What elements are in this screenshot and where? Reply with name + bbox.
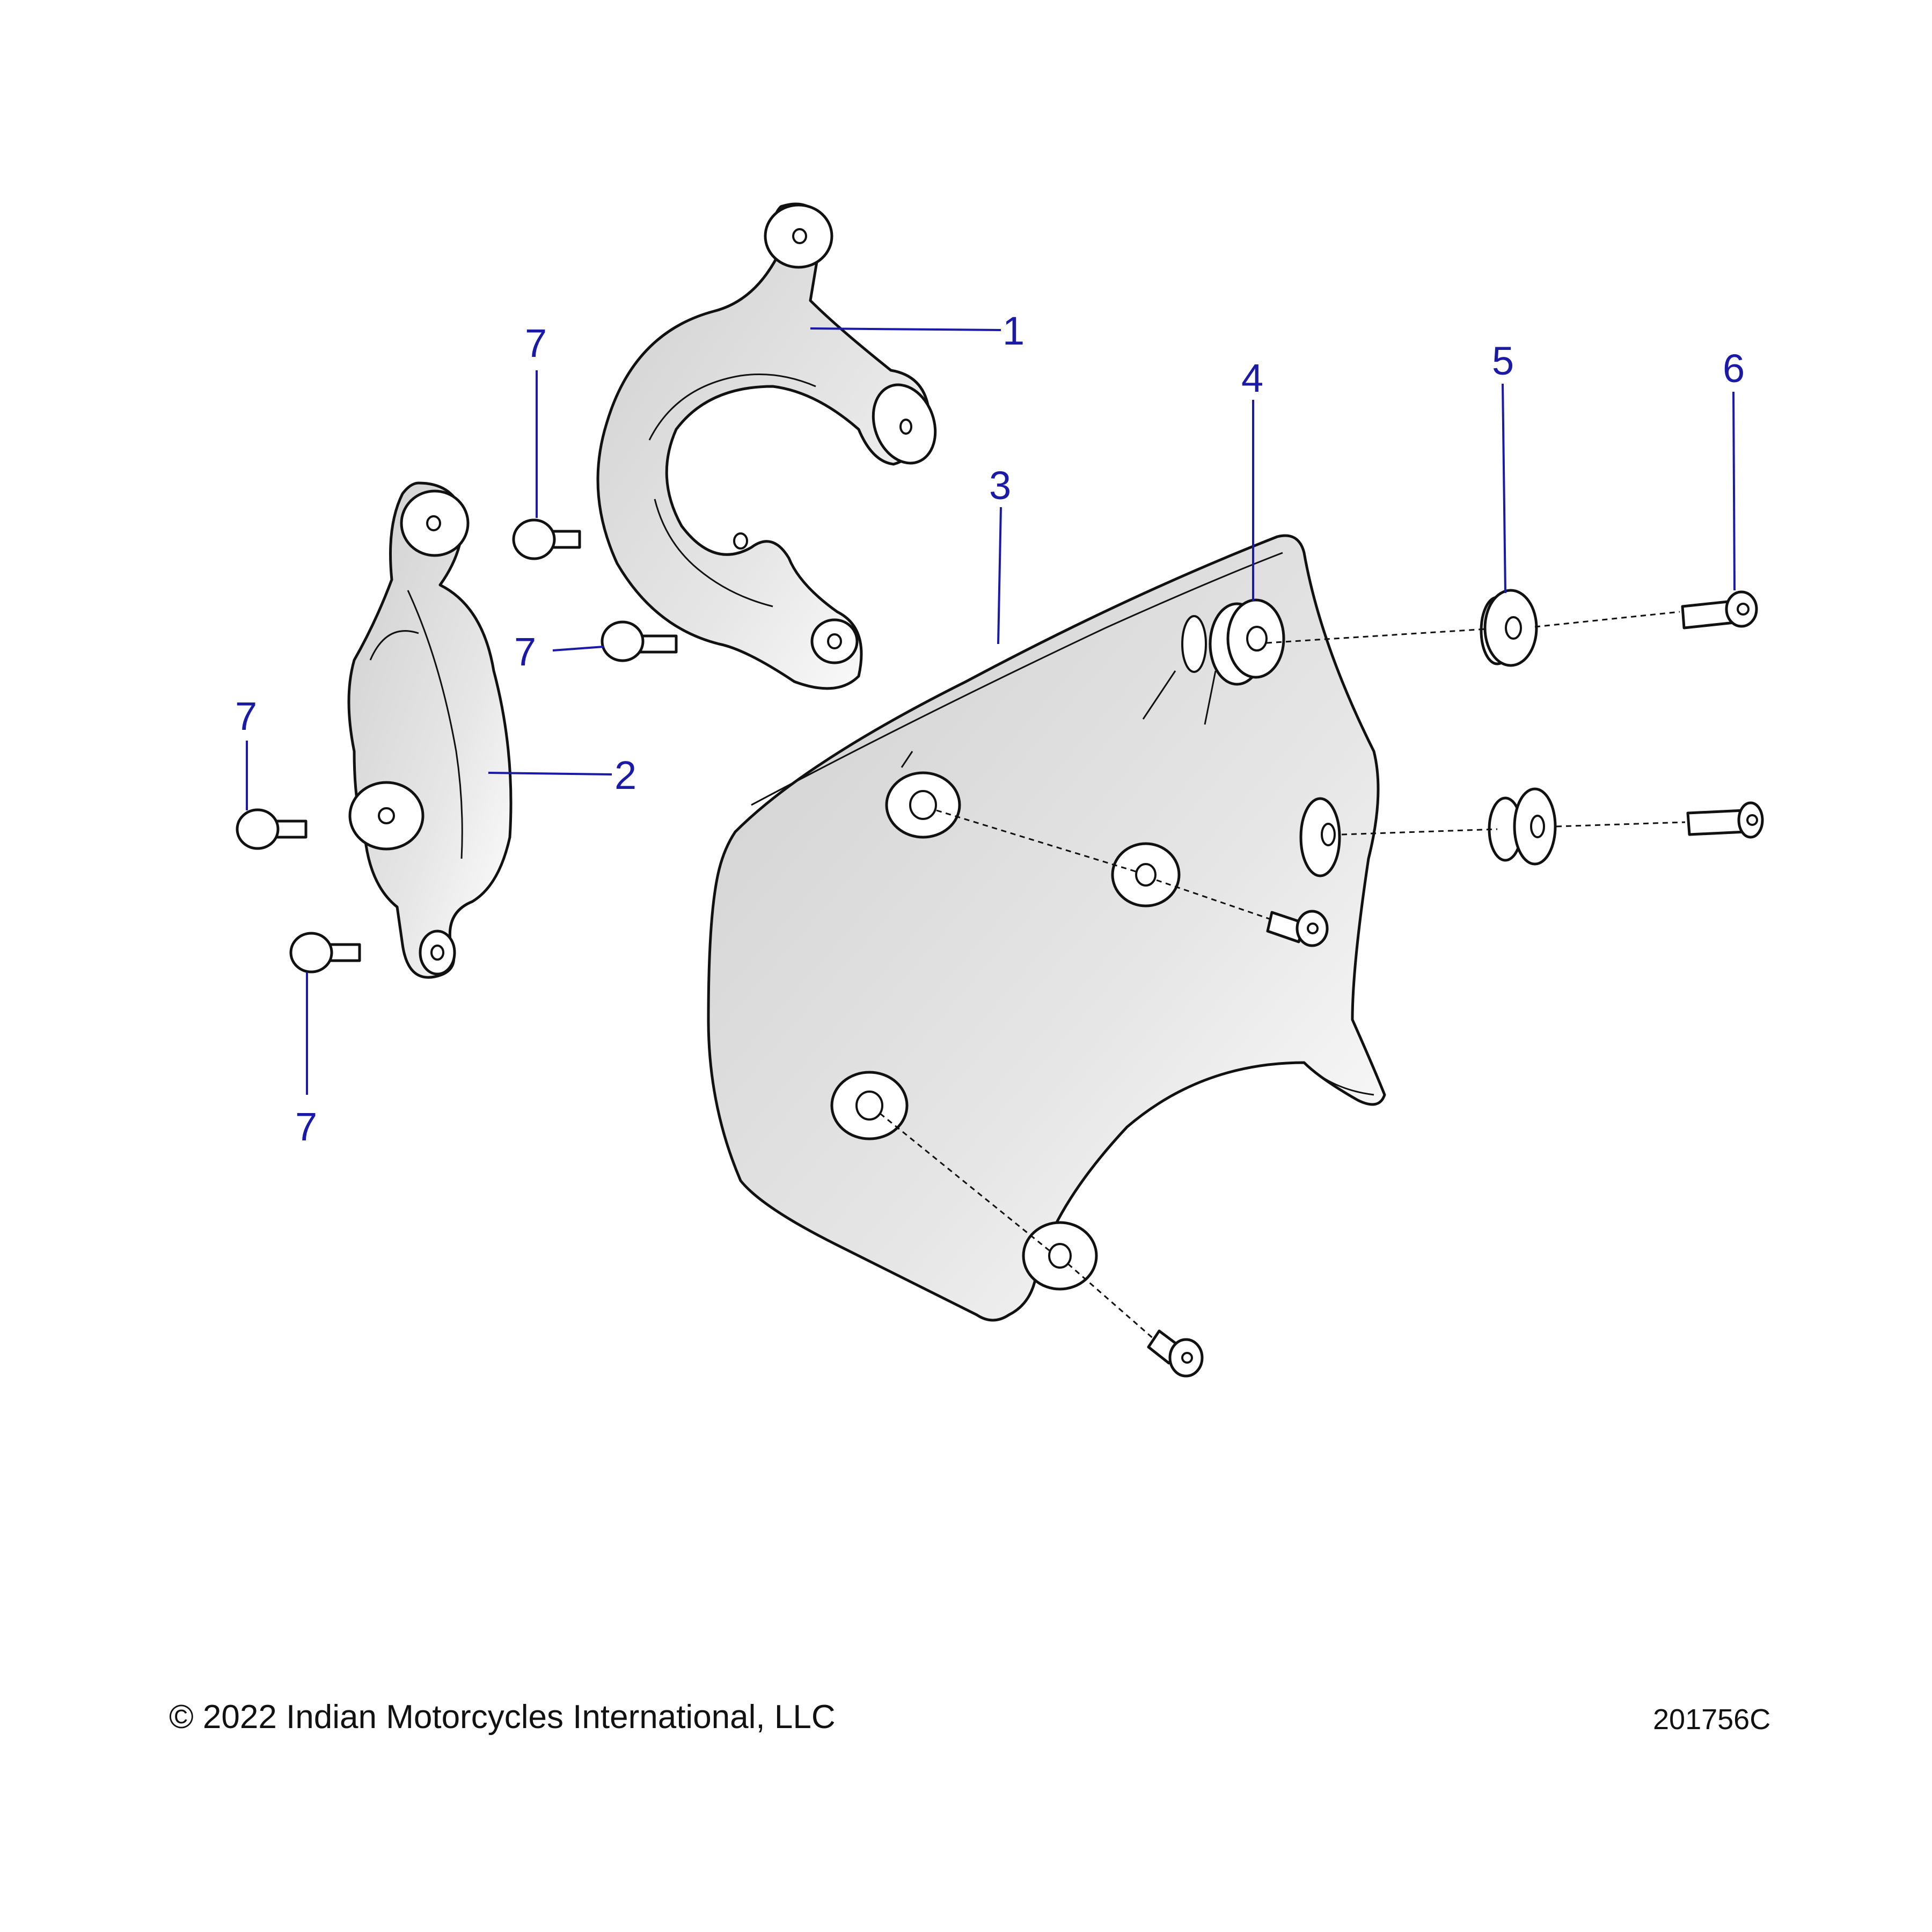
callout-4: 4	[1241, 356, 1263, 400]
bolt-part-7-b	[601, 620, 678, 662]
cover-part-3	[707, 534, 1386, 1322]
bolt-part-7-c	[236, 808, 308, 850]
callout-7-top: 7	[525, 321, 547, 365]
callout-7-left: 7	[235, 694, 257, 738]
assembly-lines	[880, 611, 1686, 1340]
callout-3: 3	[989, 463, 1011, 508]
diagram-id: 201756C	[1653, 1703, 1770, 1736]
bolt-part-7-d	[289, 932, 361, 974]
callout-2: 2	[614, 753, 636, 797]
callout-6: 6	[1723, 346, 1745, 391]
callout-1: 1	[1002, 309, 1024, 353]
upper-bracket-part-1	[596, 202, 937, 690]
copyright-text: © 2022 Indian Motorcycles International,…	[169, 1699, 836, 1736]
callout-7-bottom: 7	[295, 1104, 317, 1149]
callout-5: 5	[1492, 339, 1514, 383]
spacer-part-5-upper	[1480, 589, 1538, 667]
screw-part-6-lower	[1686, 801, 1764, 839]
screw-part-6-upper	[1681, 590, 1758, 630]
screw-cover-middle	[1266, 910, 1329, 947]
leader-lines	[246, 327, 1736, 1095]
callout-7-middle: 7	[514, 630, 536, 674]
bolt-part-7-a	[512, 518, 581, 560]
spacer-part-5-lower	[1488, 787, 1557, 866]
grommet-part-4	[1209, 598, 1285, 686]
screw-cover-bottom	[1147, 1329, 1204, 1378]
side-bracket-part-2	[347, 481, 513, 979]
